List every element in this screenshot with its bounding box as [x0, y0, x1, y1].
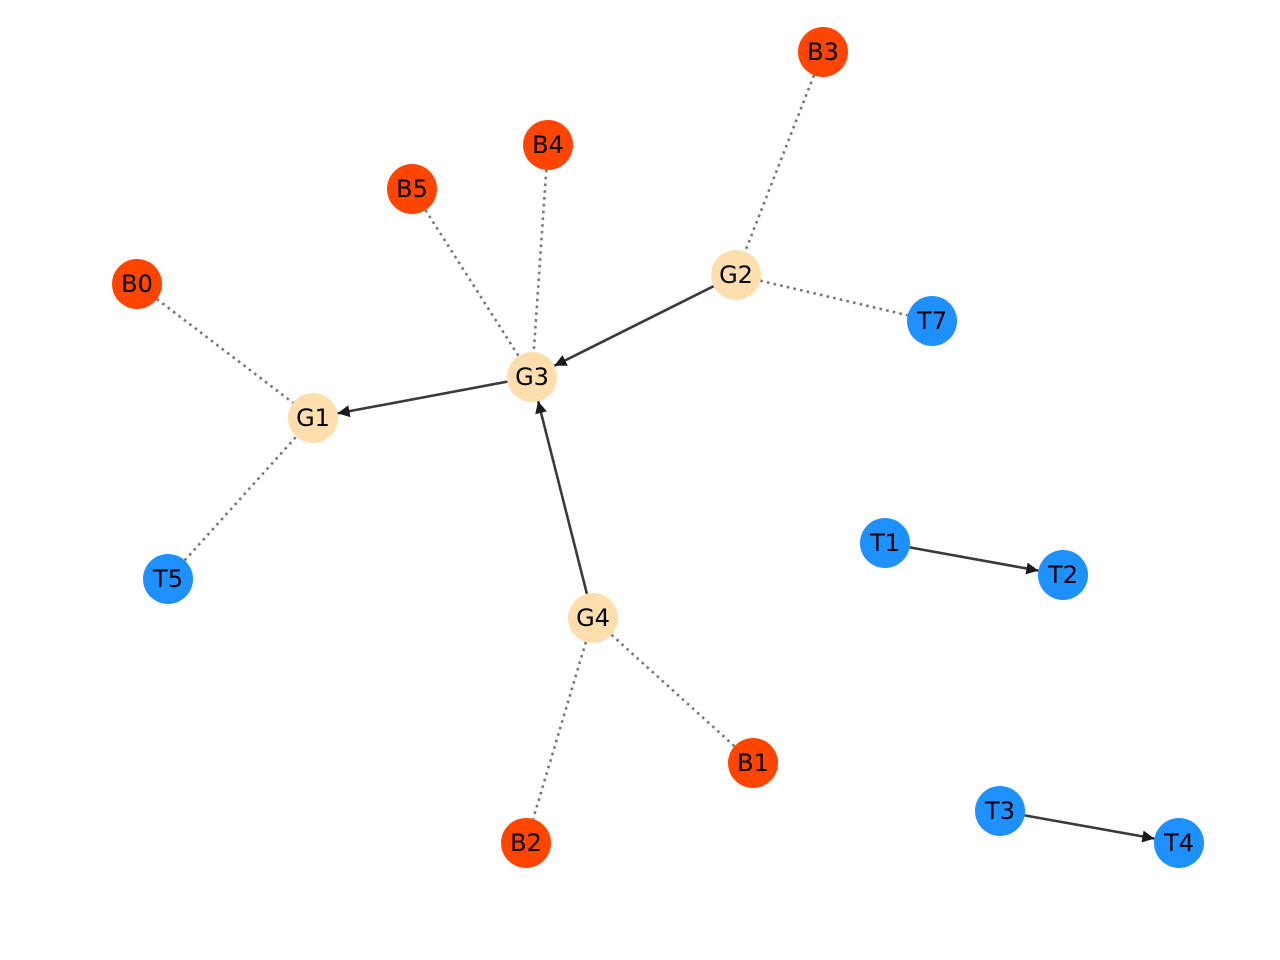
node-label-b4: B4: [532, 131, 564, 159]
edge-t1-t2: [909, 546, 1039, 575]
node-b5: B5: [387, 164, 437, 214]
node-circle-g4: [568, 593, 618, 643]
node-circle-t5: [143, 554, 193, 604]
node-g4: G4: [568, 593, 618, 643]
node-b3: B3: [798, 27, 848, 77]
edge-g2-g3: [553, 285, 715, 367]
node-label-t7: T7: [916, 307, 947, 335]
node-circle-g3: [507, 352, 557, 402]
node-t4: T4: [1154, 818, 1204, 868]
edge-b0-g1: [156, 298, 294, 404]
node-label-t5: T5: [152, 565, 183, 593]
edge-b5-g3: [424, 209, 520, 357]
node-t5: T5: [143, 554, 193, 604]
node-label-g3: G3: [515, 363, 549, 391]
node-label-b5: B5: [396, 175, 428, 203]
node-b2: B2: [501, 818, 551, 868]
edge-g4-b2: [531, 641, 588, 820]
node-label-g1: G1: [296, 404, 330, 432]
edges-layer: [156, 74, 1155, 843]
node-label-g2: G2: [719, 261, 753, 289]
node-g1: G1: [288, 393, 338, 443]
node-b0: B0: [112, 259, 162, 309]
node-circle-b2: [501, 818, 551, 868]
node-b4: B4: [523, 120, 573, 170]
node-label-b0: B0: [121, 270, 153, 298]
node-label-b3: B3: [807, 38, 839, 66]
node-label-b2: B2: [510, 829, 542, 857]
node-label-b1: B1: [737, 749, 769, 777]
node-circle-t4: [1154, 818, 1204, 868]
node-label-t1: T1: [869, 529, 900, 557]
edge-b3-g2: [743, 74, 816, 253]
node-circle-b4: [523, 120, 573, 170]
node-label-t2: T2: [1047, 561, 1078, 589]
edge-g4-b1: [610, 633, 736, 748]
node-g2: G2: [711, 250, 761, 300]
node-circle-g2: [711, 250, 761, 300]
node-circle-t7: [907, 296, 957, 346]
edge-g2-t7: [760, 279, 908, 317]
node-circle-b1: [728, 738, 778, 788]
edge-g3-g1: [337, 380, 508, 418]
node-t3: T3: [975, 786, 1025, 836]
node-t1: T1: [860, 518, 910, 568]
node-label-t3: T3: [984, 797, 1015, 825]
edge-g4-g3: [535, 400, 589, 595]
node-circle-b0: [112, 259, 162, 309]
edge-t3-t4: [1024, 814, 1155, 843]
node-t7: T7: [907, 296, 957, 346]
node-circle-b5: [387, 164, 437, 214]
node-circle-t2: [1038, 550, 1088, 600]
node-circle-g1: [288, 393, 338, 443]
edge-b4-g3: [532, 169, 548, 353]
node-circle-b3: [798, 27, 848, 77]
node-circle-t1: [860, 518, 910, 568]
node-t2: T2: [1038, 550, 1088, 600]
node-b1: B1: [728, 738, 778, 788]
node-circle-t3: [975, 786, 1025, 836]
node-label-t4: T4: [1163, 829, 1194, 857]
edge-t5-g1: [183, 435, 298, 562]
node-g3: G3: [507, 352, 557, 402]
node-label-g4: G4: [576, 604, 610, 632]
